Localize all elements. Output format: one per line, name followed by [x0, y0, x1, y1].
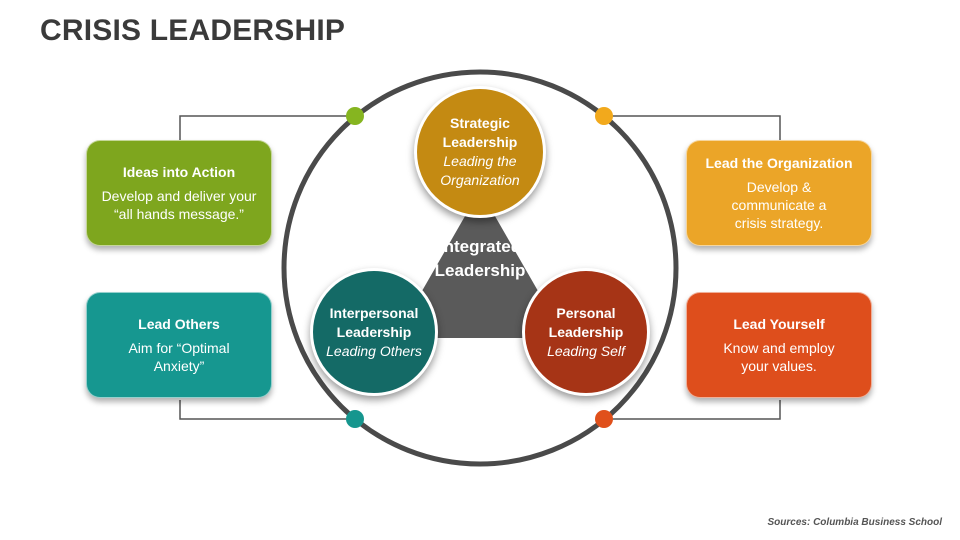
- circle-subtitle: Leading the Organization: [440, 153, 520, 188]
- outer-ring: [281, 69, 679, 467]
- box-lead-the-organization: Lead the Organization Develop & communic…: [686, 140, 872, 246]
- circle-subtitle: Leading Others: [326, 342, 422, 359]
- box-title: Lead Yourself: [733, 315, 825, 332]
- box-body: Develop & communicate a crisis strategy.: [731, 178, 827, 231]
- connector-ideas: [179, 115, 355, 140]
- circle-subtitle: Leading Self: [547, 342, 625, 359]
- box-title: Lead the Organization: [705, 154, 853, 171]
- center-triangle: [395, 190, 565, 338]
- circle-title: Strategic Leadership: [442, 115, 518, 150]
- circle-strategic-leadership: Strategic Leadership Leading the Organiz…: [414, 86, 546, 218]
- box-body: Know and employ your values.: [723, 339, 835, 374]
- source-note: Sources: Columbia Business School: [767, 517, 942, 528]
- box-title: Lead Others: [138, 315, 220, 332]
- box-lead-yourself: Lead Yourself Know and employ your value…: [686, 292, 872, 398]
- box-ideas-into-action: Ideas into Action Develop and deliver yo…: [86, 140, 272, 246]
- connector-dot-lead-yourself: [595, 410, 613, 428]
- box-lead-others: Lead Others Aim for “Optimal Anxiety”: [86, 292, 272, 398]
- connector-dot-ideas: [346, 107, 364, 125]
- connector-lead-others: [179, 400, 355, 420]
- center-label: Integrated Leadership: [434, 237, 526, 280]
- circle-personal-leadership: Personal Leadership Leading Self: [522, 268, 650, 396]
- connector-lead-yourself: [604, 400, 781, 420]
- box-title: Ideas into Action: [122, 163, 236, 180]
- page-title: CRISIS LEADERSHIP: [40, 14, 346, 47]
- connector-dot-lead-org: [595, 107, 613, 125]
- connector-lead-org: [604, 115, 781, 140]
- circle-title: Personal Leadership: [548, 304, 624, 340]
- connector-dot-lead-others: [346, 410, 364, 428]
- box-body: Aim for “Optimal Anxiety”: [128, 339, 230, 374]
- circle-title: Interpersonal Leadership: [329, 304, 419, 340]
- box-body: Develop and deliver your “all hands mess…: [101, 187, 257, 222]
- circle-interpersonal-leadership: Interpersonal Leadership Leading Others: [310, 268, 438, 396]
